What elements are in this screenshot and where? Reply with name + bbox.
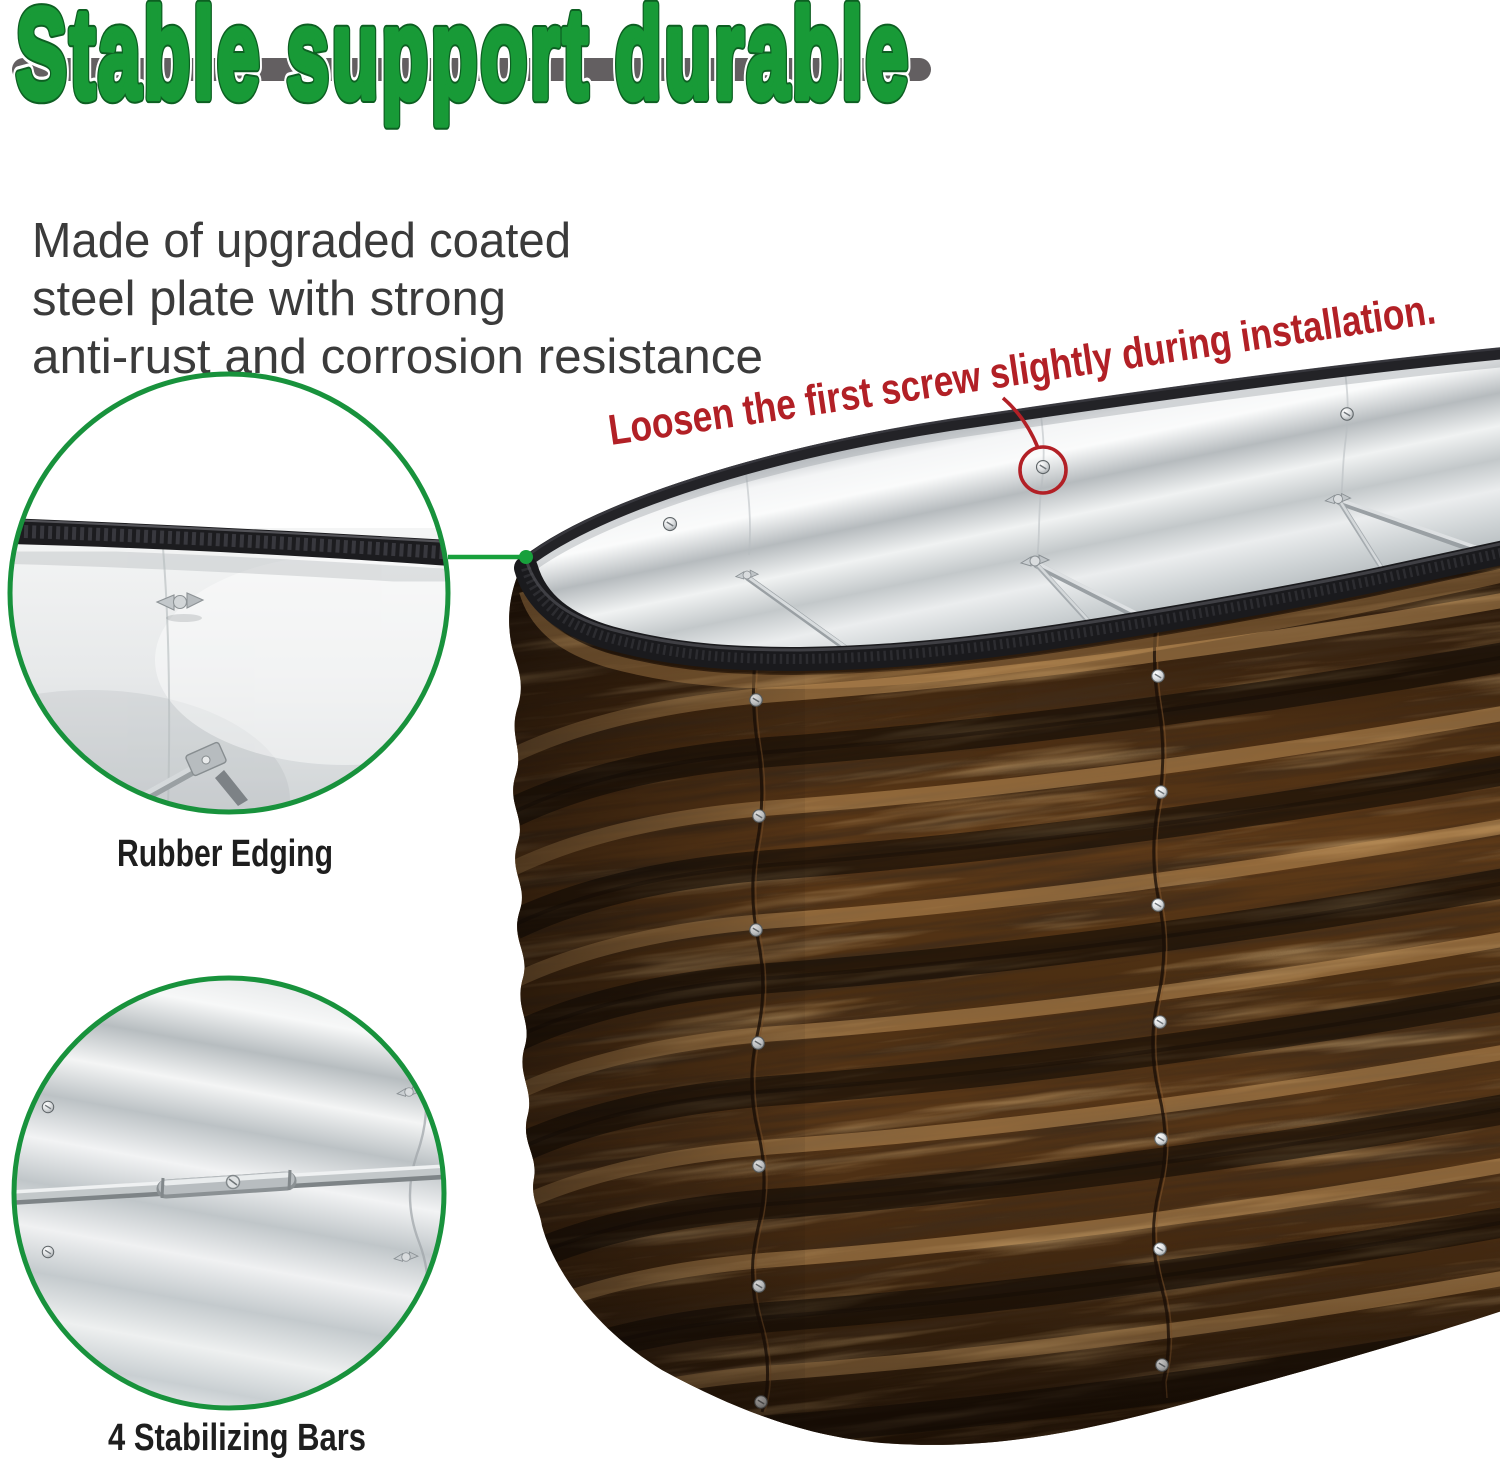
page-title-outline: Stable support durable bbox=[16, 0, 911, 126]
annotation-screw-circle bbox=[1018, 445, 1068, 495]
page-title: Stable support durable bbox=[16, 0, 911, 126]
rubber-edging-strip bbox=[10, 518, 448, 566]
page-title-halo: Stable support durable bbox=[16, 0, 911, 126]
wingnut bbox=[155, 592, 205, 622]
callout-stabilizing-bars: 4 Stabilizing Bars bbox=[11, 975, 447, 1459]
callout-bottom-content bbox=[14, 978, 444, 1408]
title-block: Stable support durable Stable support du… bbox=[8, 0, 931, 135]
stabilizing-bar bbox=[14, 1164, 444, 1205]
callout-label-bottom: 4 Stabilizing Bars bbox=[108, 1417, 366, 1459]
title-underline-bar bbox=[12, 58, 931, 81]
callout-label-top: Rubber Edging bbox=[117, 833, 333, 875]
description-block: Made of upgraded coated steel plate with… bbox=[32, 214, 763, 384]
callout-circle-bottom bbox=[11, 975, 447, 1411]
callout-connector-dot bbox=[519, 550, 533, 564]
description-line-1: Made of upgraded coated bbox=[32, 214, 571, 268]
callout-circle-top bbox=[7, 371, 451, 815]
annotation-pointer-line bbox=[1001, 396, 1040, 449]
callout-rubber-edging: Rubber Edging bbox=[7, 371, 533, 875]
description-line-2: steel plate with strong bbox=[32, 272, 506, 326]
description-line-3: anti-rust and corrosion resistance bbox=[32, 330, 763, 384]
